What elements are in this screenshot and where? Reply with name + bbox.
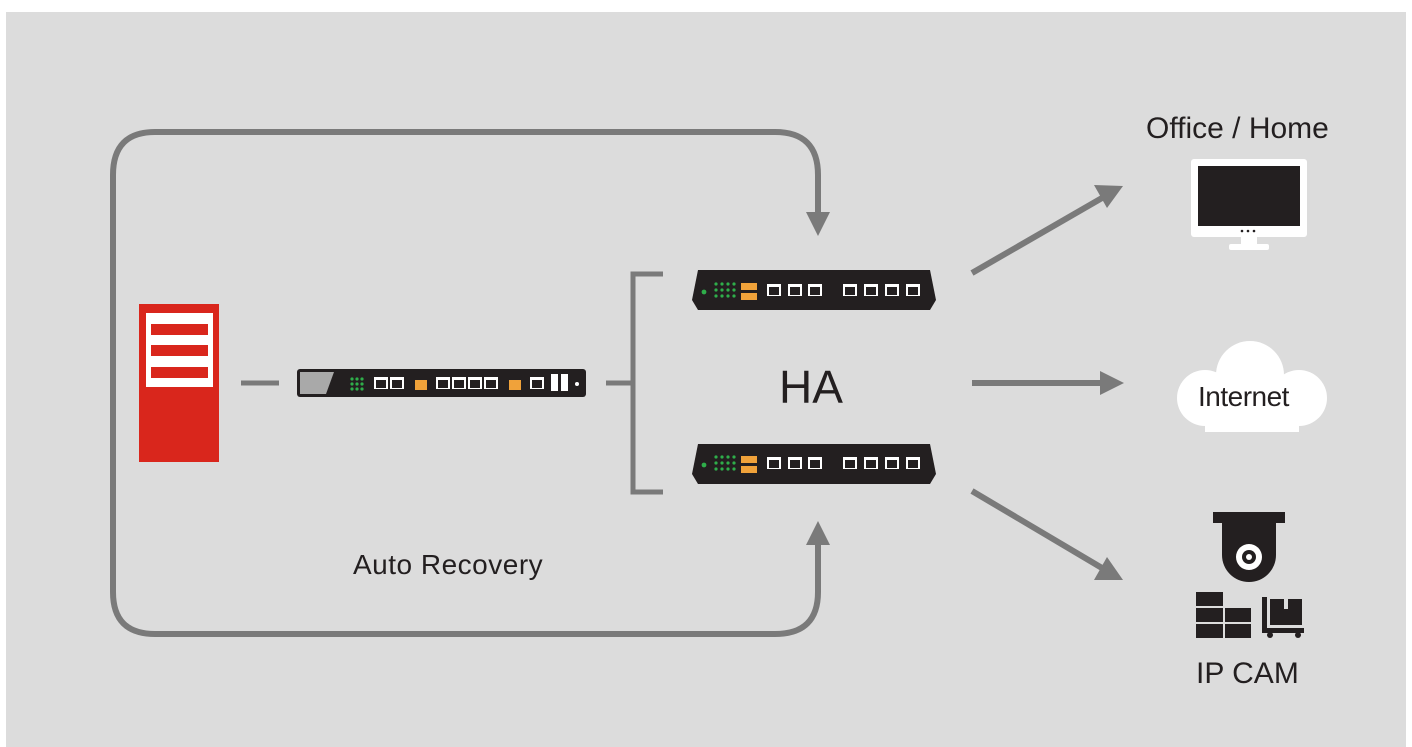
switch-icon-bottom — [692, 444, 936, 484]
cloud-icon — [1177, 341, 1327, 432]
internet-label: Internet — [1198, 381, 1289, 412]
ha-bracket — [630, 271, 663, 495]
loop-arrowhead-top — [806, 212, 830, 236]
ip-cam-label: IP CAM — [1196, 657, 1299, 690]
monitor-icon — [1191, 159, 1307, 250]
arrow-office — [970, 185, 1123, 276]
cart-icon — [1262, 597, 1304, 638]
auto-recovery-label: Auto Recovery — [353, 549, 544, 580]
gateway-icon — [297, 369, 586, 397]
server-icon — [139, 304, 219, 462]
ip-camera-icon — [1213, 512, 1285, 582]
boxes-icon — [1196, 592, 1251, 638]
arrow-ipcam — [970, 488, 1123, 580]
office-home-label: Office / Home — [1146, 112, 1329, 145]
auto-recovery-loop — [110, 129, 821, 637]
loop-arrowhead-bottom — [806, 521, 830, 545]
arrow-internet — [972, 371, 1124, 395]
switch-icon-top — [692, 270, 936, 310]
ha-label: HA — [779, 361, 843, 413]
